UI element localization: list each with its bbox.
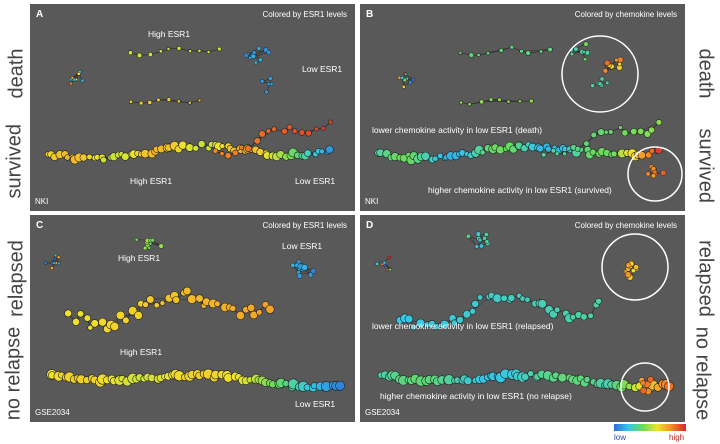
dataset-label: NKI [35, 197, 49, 206]
label-higher-chemokine: higher chemokine activity in low ESR1 (n… [380, 391, 572, 401]
panel-title: Colored by ESR1 levels [262, 10, 347, 19]
panel-d: D Colored by chemokine levels lower chem… [360, 215, 685, 422]
row-label-death-right: death [694, 48, 717, 99]
panel-letter: B [366, 9, 374, 20]
row-label-relapsed: relapsed [5, 240, 28, 317]
network-graph-a [44, 46, 334, 165]
panel-title: Colored by chemokine levels [574, 221, 677, 230]
panel-letter: C [36, 220, 44, 231]
label-low-esr1-top: Low ESR1 [302, 64, 343, 74]
label-low-esr1-bottom: Low ESR1 [295, 176, 336, 186]
row-label-no-relapse: no relapse [2, 326, 25, 421]
network-graph-d [375, 231, 675, 412]
panel-a: A Colored by ESR1 levels High ESR1 Low E… [30, 4, 355, 211]
panel-b: B Colored by chemokine levels lower chem… [360, 4, 685, 211]
row-label-relapsed-right: relapsed [694, 240, 717, 317]
label-low-esr1-top: Low ESR1 [282, 241, 323, 251]
color-scale-bar [614, 424, 686, 431]
row-label-survived: survived [3, 124, 26, 199]
label-lower-chemokine: lower chemokine activity in low ESR1 (de… [372, 125, 543, 135]
label-higher-chemokine: higher chemokine activity in low ESR1 (s… [428, 185, 612, 195]
network-graph-c [43, 237, 346, 393]
label-lower-chemokine: lower chemokine activity in low ESR1 (re… [372, 321, 554, 331]
network-graph-b [374, 35, 683, 202]
panel-title: Colored by ESR1 levels [262, 221, 347, 230]
label-high-esr1-bottom: High ESR1 [130, 176, 173, 186]
panel-letter: A [36, 9, 44, 20]
legend-low-label: low [614, 433, 627, 442]
row-label-death: death [5, 48, 28, 99]
dataset-label: GSE2034 [365, 408, 400, 417]
dataset-label: GSE2034 [35, 408, 70, 417]
color-legend: low high [614, 424, 694, 444]
label-high-esr1-top: High ESR1 [118, 253, 161, 263]
row-label-no-relapse-right: no relapse [691, 326, 714, 421]
dataset-label: NKI [365, 197, 379, 206]
label-high-esr1-top: High ESR1 [148, 29, 191, 39]
panel-letter: D [366, 220, 374, 231]
legend-high-label: high [669, 433, 685, 442]
panel-title: Colored by chemokine levels [574, 10, 677, 19]
row-label-survived-right: survived [694, 128, 717, 203]
label-low-esr1-bottom: Low ESR1 [295, 399, 336, 409]
panel-c: C Colored by ESR1 levels High ESR1 Low E… [30, 215, 355, 422]
label-high-esr1-bottom: High ESR1 [120, 347, 163, 357]
